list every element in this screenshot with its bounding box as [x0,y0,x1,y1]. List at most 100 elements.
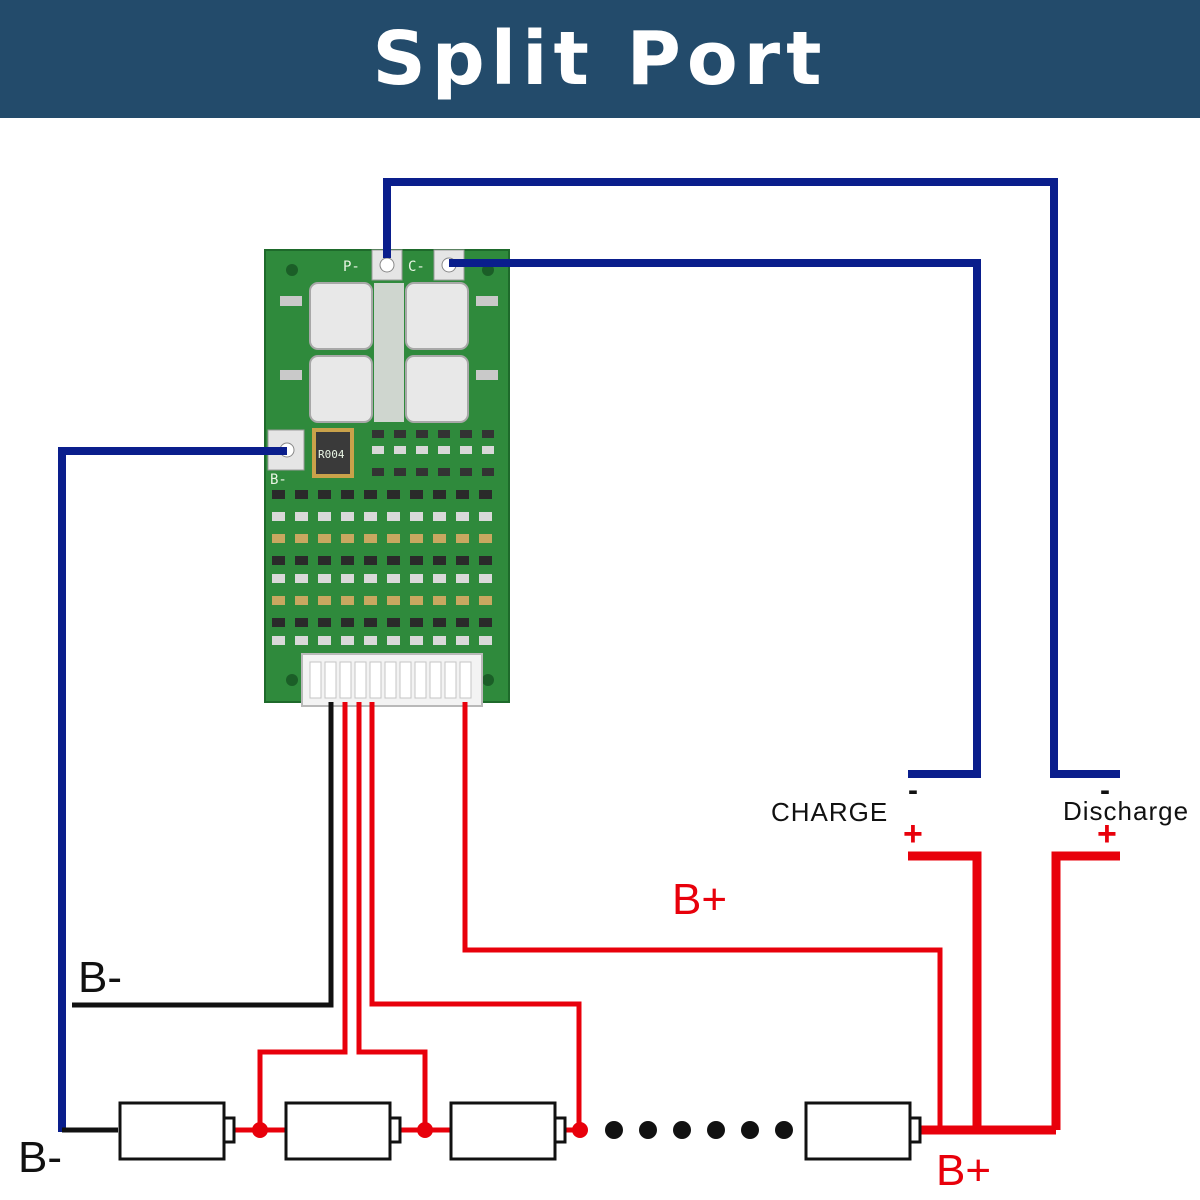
smd-component [318,534,331,543]
mosfet [405,282,469,350]
smd-component [410,490,423,499]
smd-component [416,468,428,476]
smd-component [364,574,377,583]
smd-component [410,574,423,583]
smd-component [372,446,384,454]
smd-component [456,534,469,543]
charge-positive-wire [908,851,982,1130]
smd-component [433,556,446,565]
smd-component [479,512,492,521]
header-banner: Split Port [0,0,1200,118]
smd-component [341,574,354,583]
cell-terminal [553,1116,567,1144]
cell-body [118,1101,226,1161]
smd-component [482,430,494,438]
smd-component [341,512,354,521]
smd-component [433,490,446,499]
smd-component [364,556,377,565]
red-wires [234,702,943,1133]
smd-component [372,430,384,438]
smd-component [482,446,494,454]
smd-component [387,512,400,521]
battery-cell [804,1101,922,1161]
smd-component [479,556,492,565]
smd-component [456,490,469,499]
smd-component [341,596,354,605]
smd-component [387,556,400,565]
mosfet [405,355,469,423]
b-plus-sense-wire [462,702,943,1130]
discharge-negative-wire [383,178,1120,778]
smd-component [482,468,494,476]
connector-pin [384,661,397,699]
smd-component [387,636,400,645]
connector-pin [324,661,337,699]
smd-component [364,636,377,645]
smd-component [456,574,469,583]
smd-component [295,618,308,627]
smd-component [272,534,285,543]
smd-component [433,534,446,543]
connector-pin [459,661,472,699]
junction-dot [252,1122,268,1138]
mosfet [309,282,373,350]
smd-component [479,618,492,627]
smd-component [479,490,492,499]
smd-component [295,490,308,499]
cell-terminal [222,1116,236,1144]
p-minus-pad-hole [379,257,395,273]
charge-port-label: CHARGE [771,797,888,827]
smd-component [433,512,446,521]
smd-component [364,596,377,605]
smd-component [394,446,406,454]
smd-component [479,574,492,583]
smd-component [410,636,423,645]
shunt-marking: R004 [318,448,345,461]
smd-component [456,512,469,521]
cell-terminal [908,1116,922,1144]
battery-cell [284,1101,402,1161]
junction-dot [417,1122,433,1138]
connector-pin [354,661,367,699]
smd-component [456,596,469,605]
smd-component [341,556,354,565]
smd-component [318,556,331,565]
b-plus-wire-label: B+ [672,875,727,924]
smd-component [280,296,302,306]
smd-component [364,534,377,543]
smd-component [364,618,377,627]
smd-component [280,370,302,380]
smd-component [460,468,472,476]
smd-component [272,556,285,565]
smd-component [387,618,400,627]
smd-component [318,618,331,627]
charge-minus-sign: - [908,774,918,807]
smd-component [272,490,285,499]
balance-wire-3 [369,702,582,1130]
discharge-port-label: Discharge [1063,796,1189,826]
smd-component [479,596,492,605]
charge-negative-wire [449,259,981,778]
page-title: Split Port [372,16,828,102]
smd-component [272,574,285,583]
smd-component [295,556,308,565]
smd-component [433,574,446,583]
b-minus-blue-wire [58,447,287,1132]
connector-pin [339,661,352,699]
bms-board: P- C- B- R004 [264,249,510,707]
smd-component [416,430,428,438]
smd-component [295,596,308,605]
mosfet-tab-strip [374,283,404,422]
smd-component [394,468,406,476]
smd-component [364,490,377,499]
ellipsis-dot [707,1121,725,1139]
b-minus-silk-label: B- [270,472,287,488]
p-minus-silk-label: P- [343,259,360,275]
smd-component [410,534,423,543]
smd-component [318,596,331,605]
smd-component [476,370,498,380]
smd-component [295,574,308,583]
ellipsis-dot [741,1121,759,1139]
mosfet-array [280,282,498,423]
